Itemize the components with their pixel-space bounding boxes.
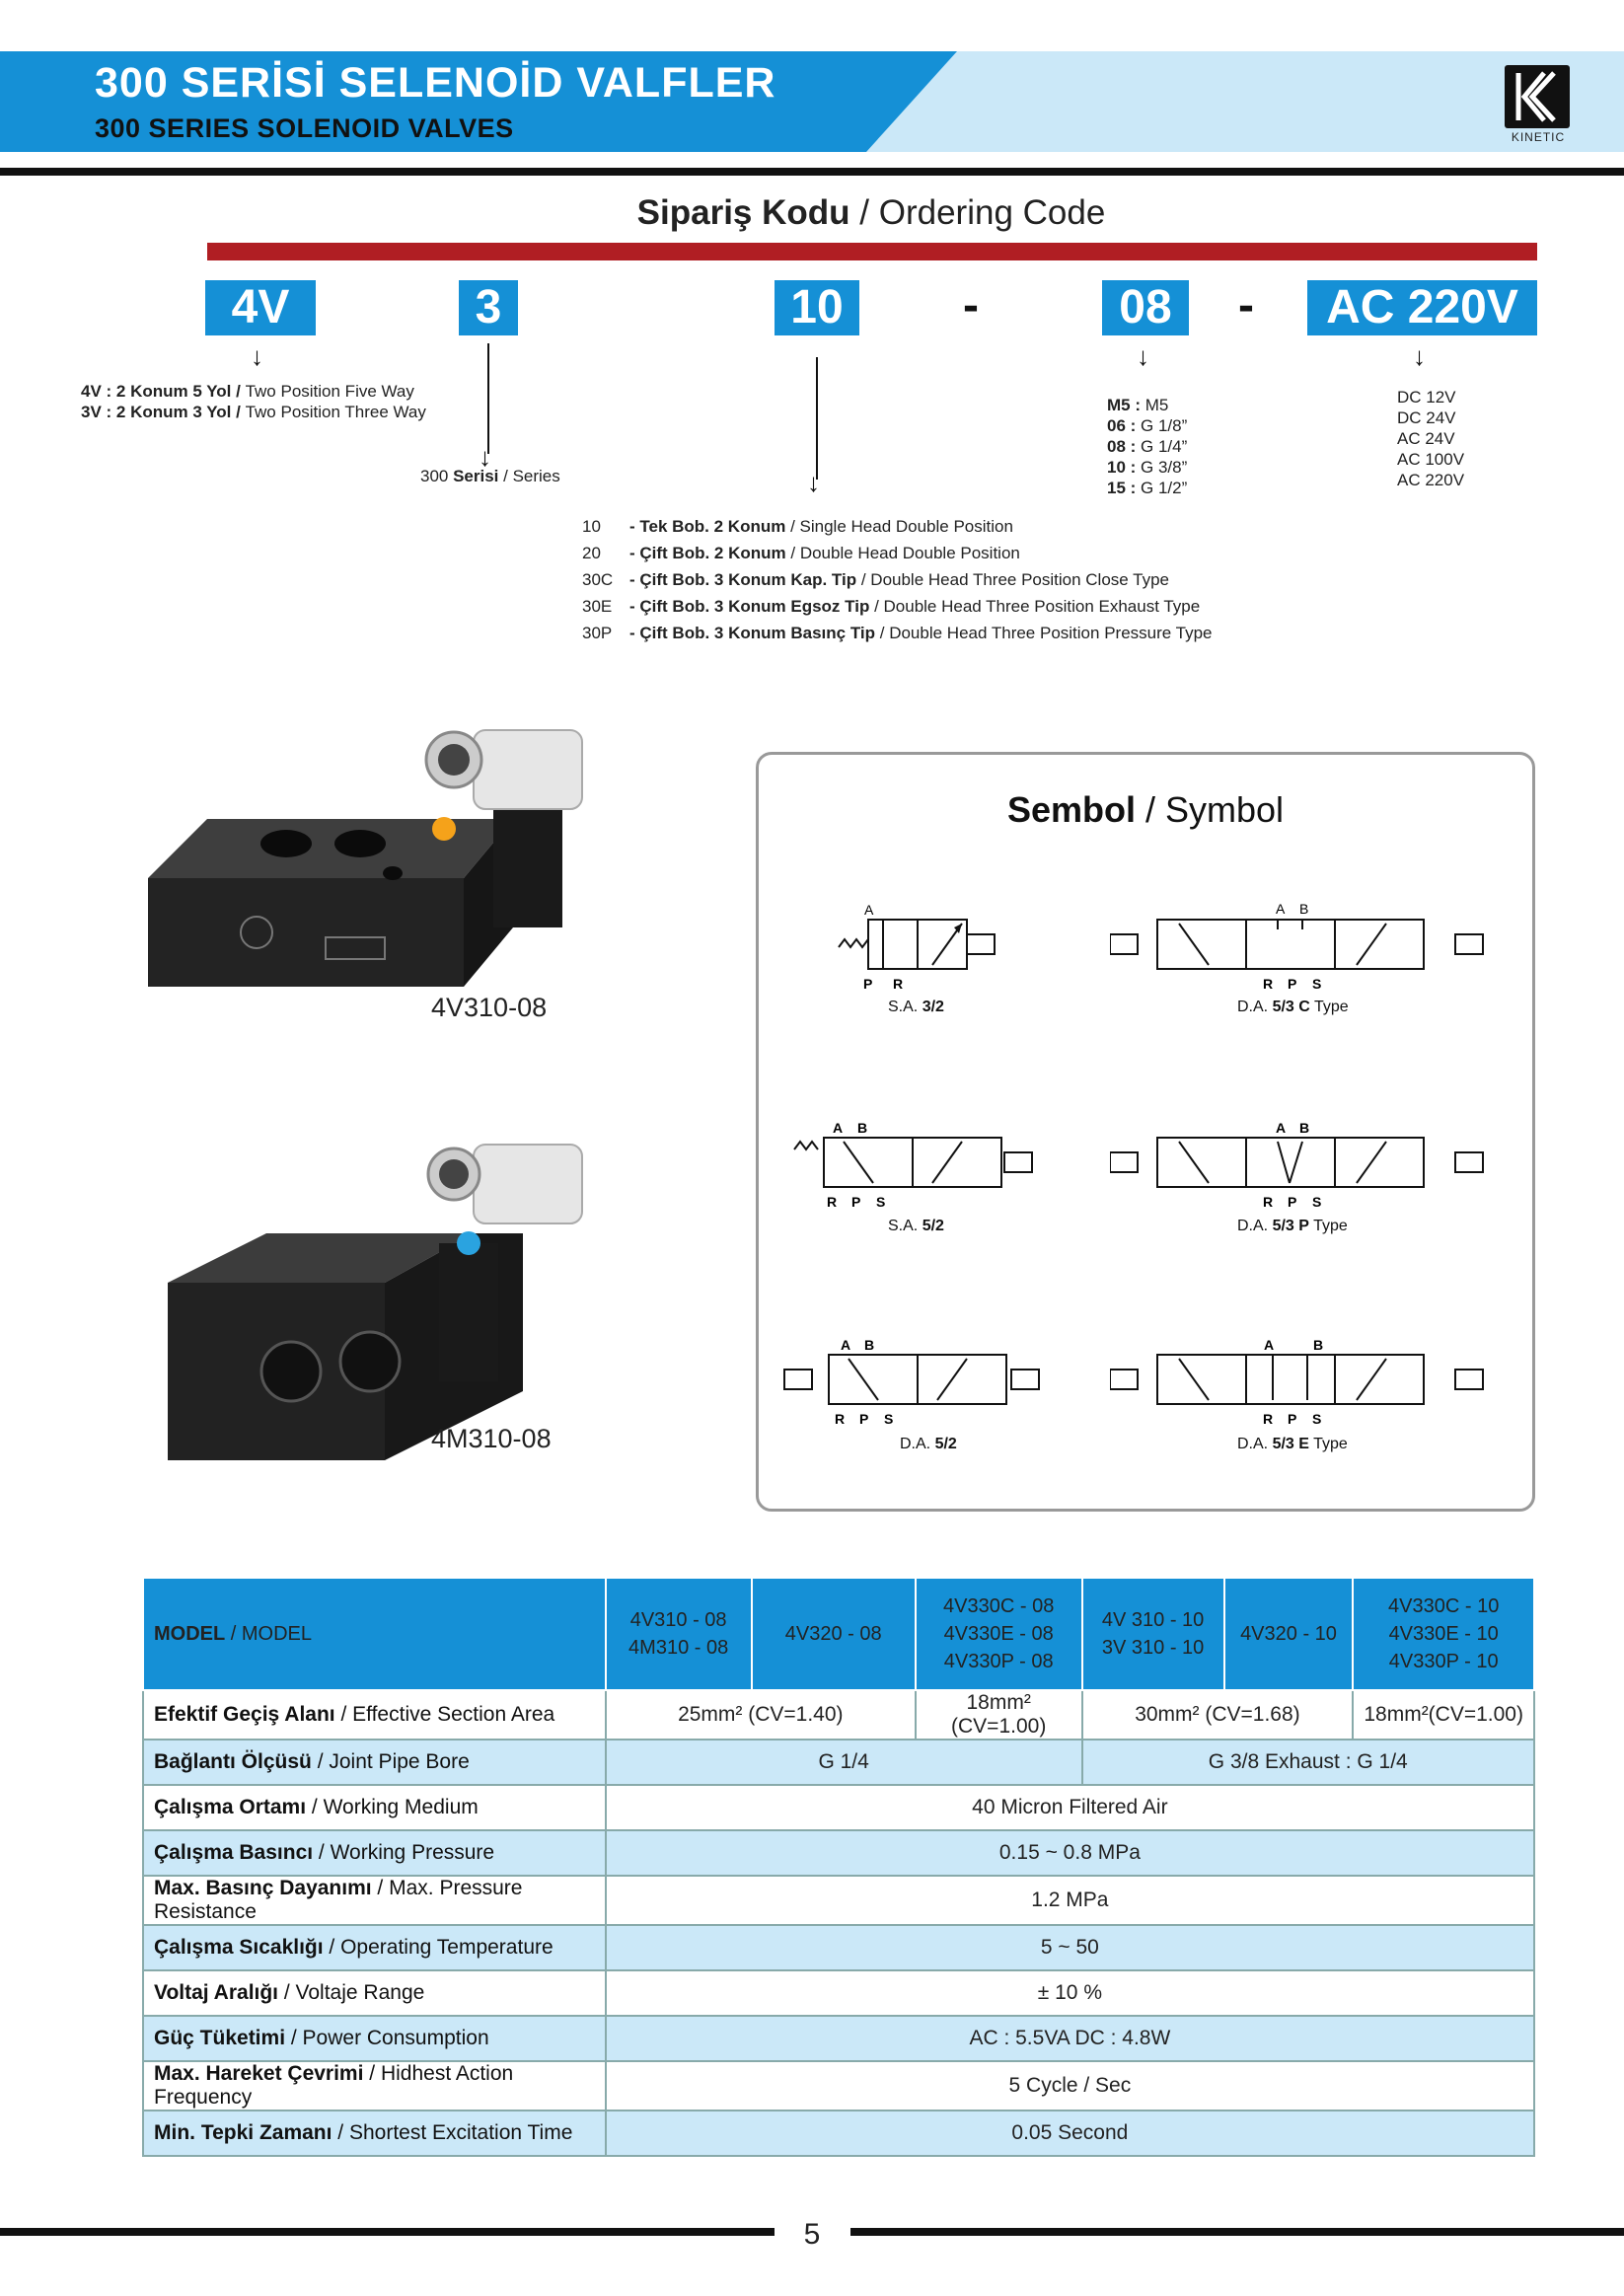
- function-legend: 10- Tek Bob. 2 Konum / Single Head Doubl…: [582, 517, 1213, 642]
- model-col-2: 4V320 - 08: [750, 1577, 917, 1691]
- port-p-label: P: [851, 1194, 860, 1210]
- table-row: Güç Tüketimi / Power Consumption AC : 5.…: [142, 2015, 1536, 2062]
- valve-symbol-3-2: A P R: [838, 902, 996, 992]
- code-dash-2: -: [1238, 279, 1254, 332]
- type-legend: 4V : 2 Konum 5 Yol / Two Position Five W…: [81, 382, 426, 421]
- valve-symbol-5-3-e: A B R P S: [1110, 1337, 1484, 1427]
- port-b-label: B: [1299, 901, 1308, 917]
- function-line: [816, 357, 818, 480]
- voltage-legend: DC 12V DC 24V AC 24V AC 100V AC 220V: [1397, 388, 1465, 489]
- table-row: Çalışma Sıcaklığı / Operating Temperatur…: [142, 1924, 1536, 1971]
- product-image-4m310: [158, 1135, 612, 1460]
- symbol-caption-da53p: D.A. 5/3 P Type: [1237, 1218, 1348, 1234]
- port-s-label: S: [1312, 976, 1321, 992]
- port-p-label: P: [859, 1411, 868, 1427]
- port-r-label: R: [893, 976, 903, 992]
- code-dash-1: -: [963, 279, 979, 332]
- valve-symbol-5-2-da: A B R P S: [783, 1337, 1040, 1427]
- symbol-caption-da52: D.A. 5/2: [900, 1436, 957, 1452]
- valve-symbol-5-2-sa: A B R P S: [793, 1120, 1033, 1210]
- code-voltage: AC 220V: [1307, 280, 1537, 335]
- code-type: 4V: [205, 280, 316, 335]
- port-b-label: B: [1299, 1120, 1309, 1136]
- symbol-panel: [756, 752, 1535, 1512]
- table-row: Max. Basınç Dayanımı / Max. Pressure Res…: [142, 1875, 1536, 1926]
- port-s-label: S: [876, 1194, 885, 1210]
- logo-text: KINETIC: [1511, 130, 1566, 144]
- valve-symbol-5-3-c: A B R P S: [1110, 901, 1484, 992]
- port-r-label: R: [1263, 1194, 1273, 1210]
- port-r-label: R: [835, 1411, 845, 1427]
- code-function: 10: [775, 280, 859, 335]
- port-b-label: B: [1313, 1337, 1323, 1353]
- code-port: 08: [1102, 280, 1189, 335]
- page-number: 5: [803, 2218, 821, 2251]
- table-row: Min. Tepki Zamanı / Shortest Excitation …: [142, 2110, 1536, 2157]
- ordering-title: Sipariş Kodu / Ordering Code: [636, 193, 1106, 232]
- port-a-label: A: [1276, 901, 1286, 917]
- arrow-down-icon: ↓: [1413, 341, 1426, 371]
- footer-rule-right: [850, 2228, 1624, 2236]
- port-legend: M5 : M5 06 : G 1/8” 08 : G 1/4” 10 : G 3…: [1107, 396, 1188, 497]
- kinetic-logo: [1505, 65, 1570, 128]
- page-title-en: 300 SERIES SOLENOID VALVES: [95, 113, 514, 143]
- port-s-label: S: [884, 1411, 893, 1427]
- port-r-label: R: [827, 1194, 837, 1210]
- valve-symbol-5-3-p: A B R P S: [1110, 1120, 1484, 1210]
- symbol-caption-da53e: D.A. 5/3 E Type: [1237, 1436, 1348, 1452]
- port-p-label: P: [863, 976, 872, 992]
- table-row: Çalışma Basıncı / Working Pressure 0.15 …: [142, 1829, 1536, 1877]
- series-line: [487, 343, 489, 454]
- port-r-label: R: [1263, 1411, 1273, 1427]
- page-title-tr: 300 SERİSİ SELENOİD VALFLER: [95, 59, 776, 107]
- symbol-caption-sa32: S.A. 3/2: [888, 999, 944, 1015]
- arrow-down-icon: ↓: [1137, 341, 1149, 371]
- table-row: Efektif Geçiş Alanı / Effective Section …: [142, 1689, 1535, 1741]
- port-s-label: S: [1312, 1194, 1321, 1210]
- port-b-label: B: [864, 1337, 874, 1353]
- symbol-caption-da53c: D.A. 5/3 C Type: [1237, 999, 1349, 1015]
- header-blue-band: [0, 51, 957, 152]
- port-a-label: A: [833, 1120, 843, 1136]
- header-rule: [0, 168, 1624, 176]
- product-image-4v310: [138, 720, 592, 1006]
- port-p-label: P: [1288, 1194, 1296, 1210]
- port-p-label: P: [1288, 1411, 1296, 1427]
- port-b-label: B: [857, 1120, 867, 1136]
- port-p-label: P: [1288, 976, 1296, 992]
- port-a-label: A: [1264, 1337, 1274, 1353]
- arrow-down-icon: ↓: [251, 341, 263, 371]
- product-label-1: 4V310-08: [431, 993, 548, 1022]
- port-a-label: A: [1276, 1120, 1286, 1136]
- symbol-caption-sa52: S.A. 5/2: [888, 1218, 944, 1234]
- footer-rule-left: [0, 2228, 775, 2236]
- series-legend: 300 Serisi / Series: [420, 467, 560, 485]
- table-row: Çalışma Ortamı / Working Medium 40 Micro…: [142, 1784, 1536, 1831]
- product-label-2: 4M310-08: [431, 1424, 552, 1453]
- port-r-label: R: [1263, 976, 1273, 992]
- arrow-down-icon: ↓: [479, 442, 491, 472]
- model-col-5: 4V320 - 10: [1222, 1577, 1355, 1691]
- table-row: Max. Hareket Çevrimi / Hidhest Action Fr…: [142, 2060, 1536, 2111]
- table-row: Voltaj Aralığı / Voltaje Range ± 10 %: [142, 1969, 1536, 2017]
- port-a-label: A: [841, 1337, 850, 1353]
- table-row: Bağlantı Ölçüsü / Joint Pipe Bore G 1/4 …: [142, 1739, 1536, 1786]
- symbol-title: Sembol / Symbol: [1006, 789, 1285, 830]
- port-a-label: A: [864, 902, 874, 918]
- code-series: 3: [459, 280, 518, 335]
- model-header: MODEL / MODEL: [142, 1577, 607, 1691]
- red-divider: [207, 243, 1537, 260]
- port-s-label: S: [1312, 1411, 1321, 1427]
- arrow-down-icon: ↓: [807, 468, 820, 497]
